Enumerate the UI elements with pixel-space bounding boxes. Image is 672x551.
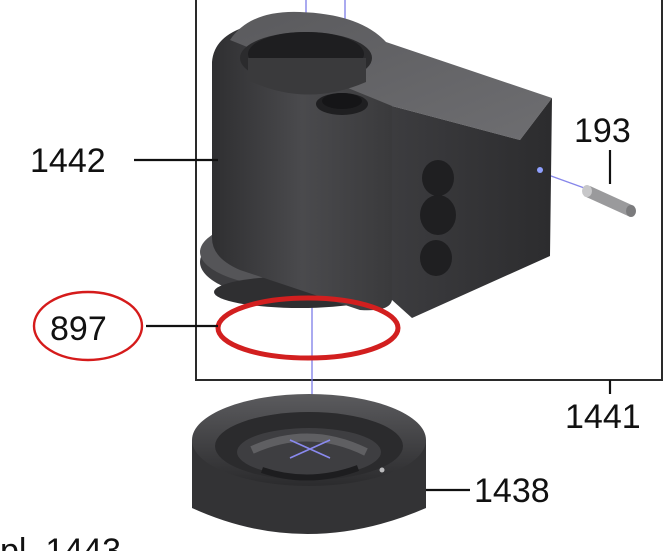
block-front-face bbox=[212, 20, 392, 311]
callout-897: 897 bbox=[50, 310, 107, 348]
callout-partial-1443: pl. 1443 bbox=[0, 532, 121, 551]
callout-1441: 1441 bbox=[565, 398, 641, 436]
part-193-pin bbox=[582, 185, 636, 217]
part-1442-block bbox=[200, 11, 552, 318]
side-hole-1 bbox=[422, 160, 454, 196]
highlight-circle-897 bbox=[32, 290, 144, 362]
part-1438-cap bbox=[192, 394, 426, 534]
block-side-face bbox=[392, 98, 552, 318]
side-hole-2 bbox=[420, 195, 456, 235]
callout-193: 193 bbox=[574, 112, 631, 150]
side-hole-3 bbox=[420, 240, 452, 276]
callout-1442: 1442 bbox=[30, 142, 106, 180]
assembly-frame bbox=[195, 0, 663, 381]
callout-1438: 1438 bbox=[474, 472, 550, 510]
part-897-oring bbox=[215, 295, 401, 361]
